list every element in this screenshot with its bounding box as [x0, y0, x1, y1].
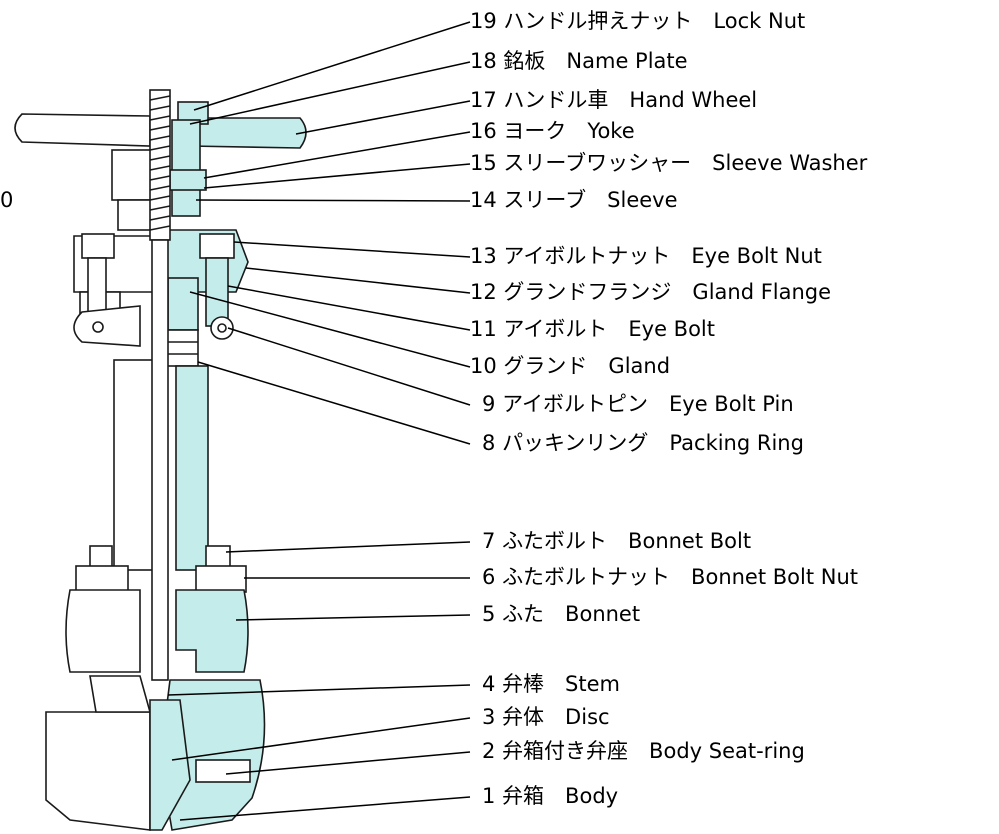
- part-name: ハンドル車 Hand Wheel: [503, 88, 758, 112]
- part-number: 5: [482, 602, 496, 626]
- part-name: グランドフランジ Gland Flange: [503, 280, 832, 304]
- eye-bolt-pin-left: [92, 321, 104, 333]
- eye-bolt-nut-right: [199, 233, 235, 259]
- part-label-5: 5 ふた Bonnet: [482, 604, 640, 625]
- part-name: ふたボルトナット Bonnet Bolt Nut: [502, 565, 859, 589]
- eye-bolt-nut-left: [81, 233, 115, 259]
- stem: [149, 89, 171, 681]
- part-name: スリーブ Sleeve: [503, 188, 678, 212]
- part-label-6: 6 ふたボルトナット Bonnet Bolt Nut: [482, 567, 858, 588]
- part-number: 12: [470, 280, 497, 304]
- part-name: スリーブワッシャー Sleeve Washer: [503, 151, 868, 175]
- part-label-12: 12 グランドフランジ Gland Flange: [470, 282, 831, 303]
- part-number: 7: [482, 529, 496, 553]
- part-name: 弁体 Disc: [502, 705, 610, 729]
- part-label-3: 3 弁体 Disc: [482, 707, 610, 728]
- part-number: 1: [482, 784, 496, 808]
- part-number: 3: [482, 705, 496, 729]
- part-number: 6: [482, 565, 496, 589]
- eye-bolt-lug-left: [73, 305, 141, 347]
- part-name: ヨーク Yoke: [503, 119, 635, 143]
- part-label-9: 9 アイボルトピン Eye Bolt Pin: [482, 394, 794, 415]
- part-name: アイボルトナット Eye Bolt Nut: [503, 244, 822, 268]
- body-left: [45, 711, 151, 831]
- part-number: 11: [470, 317, 497, 341]
- body-seat-ring: [195, 759, 251, 783]
- part-label-2: 2 弁箱付き弁座 Body Seat-ring: [482, 741, 805, 762]
- part-number: 14: [470, 188, 497, 212]
- body-neck-left: [89, 675, 152, 713]
- part-number: 19: [470, 9, 497, 33]
- part-label-1: 1 弁箱 Body: [482, 786, 618, 807]
- part-label-8: 8 パッキンリング Packing Ring: [482, 433, 804, 454]
- part-name: ふたボルト Bonnet Bolt: [502, 529, 752, 553]
- part-number: 2: [482, 739, 496, 763]
- disc: [149, 699, 191, 831]
- bonnet-bolt-nut-right: [195, 565, 247, 593]
- part-label-17: 17 ハンドル車 Hand Wheel: [470, 90, 757, 111]
- part-name: ふた Bonnet: [502, 602, 641, 626]
- part-number: 8: [482, 431, 496, 455]
- part-name: パッキンリング Packing Ring: [502, 431, 804, 455]
- part-name: 弁箱付き弁座 Body Seat-ring: [502, 739, 805, 763]
- part-label-10: 10 グランド Gland: [470, 356, 670, 377]
- part-label-19: 19 ハンドル押えナット Lock Nut: [470, 11, 805, 32]
- gland: [167, 277, 199, 331]
- part-number: 16: [470, 119, 497, 143]
- part-number: 17: [470, 88, 497, 112]
- yoke: [73, 149, 161, 571]
- eye-bolt-right: [205, 257, 229, 327]
- hand-wheel: [14, 113, 307, 149]
- packing-ring: [165, 329, 199, 367]
- sleeve: [171, 119, 201, 217]
- part-label-15: 15 スリーブワッシャー Sleeve Washer: [470, 153, 867, 174]
- part-number: 4: [482, 672, 496, 696]
- part-label-18: 18 銘板 Name Plate: [470, 51, 688, 72]
- bonnet-column: [175, 365, 209, 571]
- part-label-14: 14 スリーブ Sleeve: [470, 190, 678, 211]
- part-label-7: 7 ふたボルト Bonnet Bolt: [482, 531, 751, 552]
- bonnet-left: [65, 589, 141, 673]
- leader-lines: [167, 21, 471, 821]
- part-label-16: 16 ヨーク Yoke: [470, 121, 635, 142]
- part-name: 弁棒 Stem: [502, 672, 621, 696]
- sleeve-washer: [169, 169, 207, 191]
- part-name: 銘板 Name Plate: [503, 49, 688, 73]
- part-number: 9: [482, 392, 496, 416]
- bonnet-bolt-nut-left: [75, 565, 129, 593]
- bonnet: [175, 589, 249, 673]
- part-name: 弁箱 Body: [502, 784, 619, 808]
- part-label-13: 13 アイボルトナット Eye Bolt Nut: [470, 246, 822, 267]
- part-number: 13: [470, 244, 497, 268]
- part-name: ハンドル押えナット Lock Nut: [503, 9, 806, 33]
- eye-bolt-pin-right: [210, 316, 234, 340]
- part-number: 18: [470, 49, 497, 73]
- part-name: アイボルト Eye Bolt: [503, 317, 715, 341]
- part-name: アイボルトピン Eye Bolt Pin: [502, 392, 794, 416]
- part-number: 15: [470, 151, 497, 175]
- part-number: 10: [470, 354, 497, 378]
- part-label-11: 11 アイボルト Eye Bolt: [470, 319, 715, 340]
- edge-text: 0: [0, 188, 14, 212]
- part-name: グランド Gland: [503, 354, 671, 378]
- part-label-4: 4 弁棒 Stem: [482, 674, 620, 695]
